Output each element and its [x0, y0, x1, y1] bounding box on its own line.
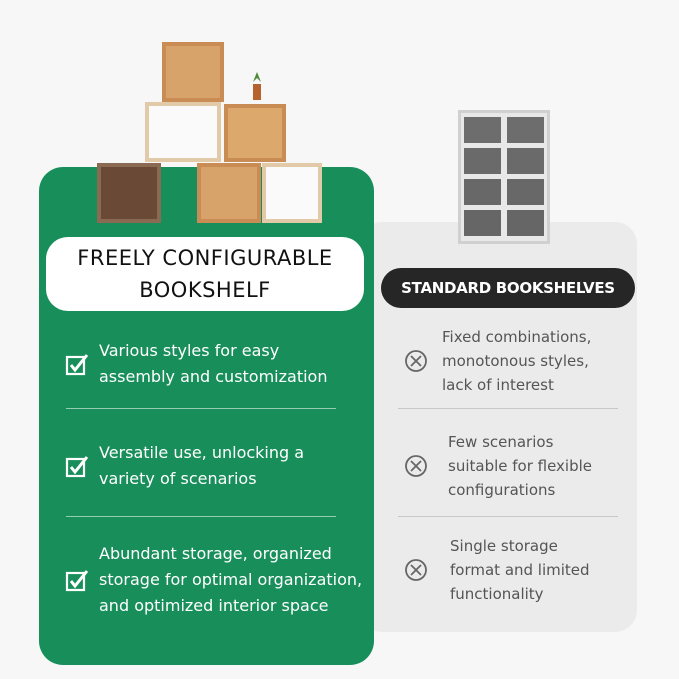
divider: [66, 516, 336, 517]
benefit-item: Versatile use, unlocking a variety of sc…: [65, 440, 365, 492]
standard-bookshelves-title: STANDARD BOOKSHELVES: [381, 268, 635, 308]
divider: [66, 408, 336, 409]
standard-bookshelf-image: [458, 110, 550, 244]
benefit-text: Abundant storage, organized storage for …: [99, 544, 363, 615]
benefit-text: Versatile use, unlocking a variety of sc…: [99, 443, 305, 488]
circle-x-icon: [405, 559, 427, 581]
divider: [398, 516, 618, 517]
benefit-item: Abundant storage, organized storage for …: [65, 541, 365, 619]
drawback-text: Single storage format and limited functi…: [450, 537, 590, 603]
checkbox-icon: [65, 456, 89, 478]
checkbox-icon: [65, 354, 89, 376]
drawback-item: Single storage format and limited functi…: [404, 534, 634, 606]
circle-x-icon: [405, 455, 427, 477]
checkbox-icon: [65, 570, 89, 592]
drawback-text: Few scenarios suitable for flexible conf…: [448, 433, 593, 499]
configurable-bookshelf-title: FREELY CONFIGURABLE BOOKSHELF: [46, 237, 364, 311]
drawback-item: Few scenarios suitable for flexible conf…: [404, 430, 634, 502]
divider: [398, 408, 618, 409]
benefit-text: Various styles for easy assembly and cus…: [99, 341, 328, 386]
title-line-2: BOOKSHELF: [139, 278, 271, 302]
drawback-item: Fixed combinations, monotonous styles, l…: [404, 325, 634, 397]
circle-x-icon: [405, 350, 427, 372]
title-line-1: FREELY CONFIGURABLE: [77, 246, 333, 270]
benefit-item: Various styles for easy assembly and cus…: [65, 338, 365, 390]
drawback-text: Fixed combinations, monotonous styles, l…: [442, 328, 592, 394]
